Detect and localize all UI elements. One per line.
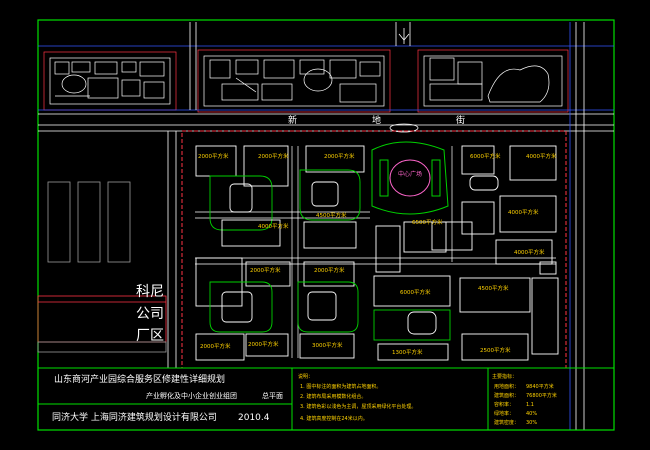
area-label: 2000平方米 xyxy=(258,152,289,160)
area-label: 1300平方米 xyxy=(392,348,423,356)
internal-roads xyxy=(195,146,556,358)
main-title: 山东商河产业园综合服务区修建性详细规划 xyxy=(54,373,225,385)
note-line: 1. 图中标注的面积为建筑占地面积。 xyxy=(300,383,381,390)
road-network xyxy=(38,22,614,430)
area-label: 6000平方米 xyxy=(400,288,431,296)
main-entrance xyxy=(389,123,419,133)
indicators: 主要指标： 用地面积： 9840平方米 建筑面积： 76800平方米 容积率： … xyxy=(492,373,557,426)
area-label: 4000平方米 xyxy=(258,222,289,230)
company-label-line: 厂区 xyxy=(136,328,164,344)
street-label: 新 地 街 xyxy=(288,114,465,126)
area-label: 4500平方米 xyxy=(478,284,509,292)
indicator-label: 绿地率： xyxy=(494,410,514,417)
drawing-date: 2010.4 xyxy=(238,413,270,423)
building-blocks xyxy=(195,145,559,361)
indicator-value: 9840平方米 xyxy=(526,383,554,390)
street-label-char: 街 xyxy=(456,114,465,126)
area-label: 2000平方米 xyxy=(250,266,281,274)
indicator-value: 30% xyxy=(526,420,537,426)
company-label: 科尼 公司 厂区 xyxy=(136,284,164,344)
area-label: 2500平方米 xyxy=(480,346,511,354)
area-label: 2000平方米 xyxy=(324,152,355,160)
area-label: 2000平方米 xyxy=(314,266,345,274)
area-label: 4500平方米 xyxy=(316,211,347,219)
note-line: 4. 建筑高度控制在24米以内。 xyxy=(300,415,368,422)
indicator-value: 40% xyxy=(526,411,537,417)
indicator-label: 建筑面积： xyxy=(494,392,519,399)
area-label: 4000平方米 xyxy=(514,248,545,256)
street-label-char: 地 xyxy=(372,114,381,126)
street-label-char: 新 xyxy=(288,114,297,126)
title-block: 山东商河产业园综合服务区修建性详细规划 产业孵化及中小企业创业组团 总平面 同济… xyxy=(37,367,615,431)
area-label: 2000平方米 xyxy=(200,342,231,350)
designer: 同济大学 上海同济建筑规划设计有限公司 xyxy=(52,411,217,423)
area-label: 4000平方米 xyxy=(526,152,557,160)
indicator-label: 建筑密度： xyxy=(494,419,519,426)
area-label: 6000平方米 xyxy=(470,152,501,160)
note-line: 3. 建筑色彩以浅色为主调，屋顶采用绿化平台处理。 xyxy=(300,403,416,410)
company-label-line: 公司 xyxy=(136,306,164,322)
note-line: 2. 建筑布局采用模数化组合。 xyxy=(300,393,366,400)
north-blocks xyxy=(43,49,569,113)
plaza-label: 中心广场 xyxy=(398,170,422,178)
area-labels: 2000平方米 2000平方米 4000平方米 2000平方米 4500平方米 … xyxy=(198,152,557,356)
subtitle: 产业孵化及中小企业创业组团 xyxy=(146,391,237,400)
neighbour-plot xyxy=(37,181,167,353)
notes-header: 说明： xyxy=(298,373,313,380)
central-plaza: 中心广场 xyxy=(371,141,449,215)
area-label: 2000平方米 xyxy=(198,152,229,160)
area-label: 2000平方米 xyxy=(248,340,279,348)
area-label: 4000平方米 xyxy=(508,208,539,216)
indicators-header: 主要指标： xyxy=(492,373,517,380)
indicator-label: 用地面积： xyxy=(494,383,519,390)
indicator-label: 容积率： xyxy=(494,401,514,408)
design-notes: 说明： 1. 图中标注的面积为建筑占地面积。 2. 建筑布局采用模数化组合。 3… xyxy=(298,373,416,422)
area-label: 3000平方米 xyxy=(312,341,343,349)
drawing-name: 总平面 xyxy=(262,391,283,400)
company-label-line: 科尼 xyxy=(136,284,164,300)
indicator-value: 1.1 xyxy=(526,402,534,408)
area-label: 6500平方米 xyxy=(412,218,443,226)
indicator-value: 76800平方米 xyxy=(526,392,557,399)
